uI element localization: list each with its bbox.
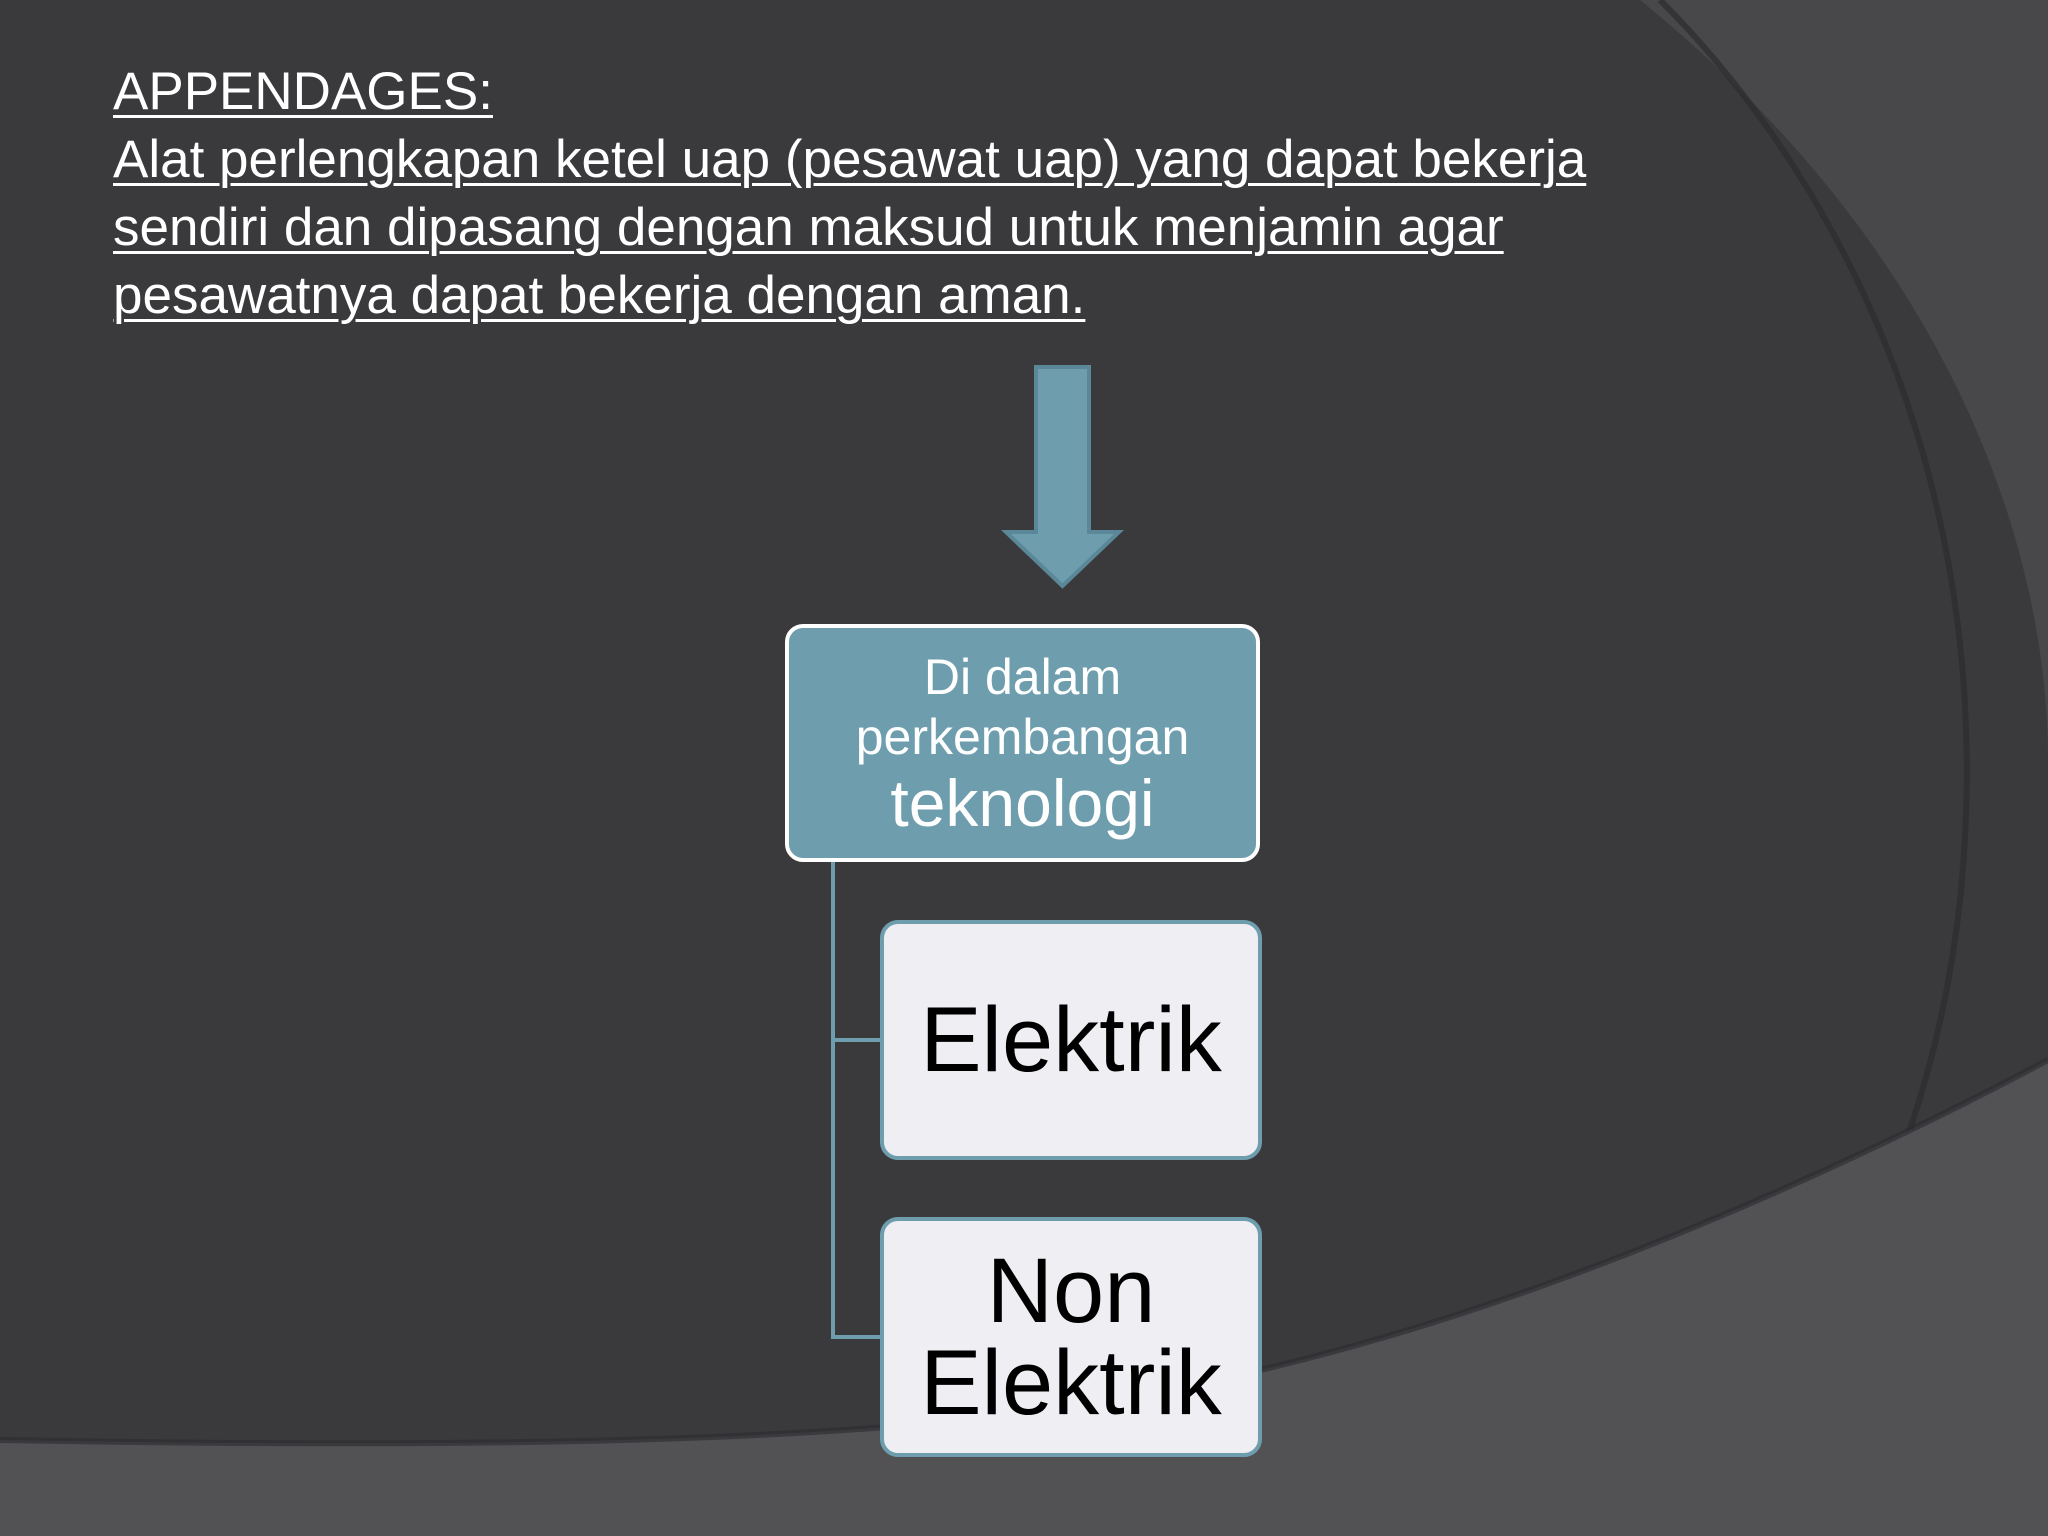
heading-title: APPENDAGES: [113,62,493,121]
heading-line: Alat perlengkapan ketel uap (pesawat uap… [113,130,1587,189]
heading-line: pesawatnya dapat bekerja dengan aman. [113,266,1086,325]
child-node-non-elektrik: Non Elektrik [880,1217,1262,1457]
parent-node-label: teknologi [890,766,1155,840]
child-node-label: Non [986,1240,1156,1342]
parent-node-label: Di dalam [923,649,1122,705]
parent-node-label: perkembangan [855,709,1190,765]
slide-heading: APPENDAGES: Alat perlengkapan ketel uap … [113,58,1753,330]
heading-line: sendiri dan dipasang dengan maksud untuk… [113,198,1504,257]
child-node-label: Elektrik [920,1332,1222,1434]
down-arrow-icon [1001,365,1124,589]
child-node-label: Elektrik [920,989,1222,1091]
parent-node: Di dalam perkembangan teknologi [785,624,1260,862]
child-node-elektrik: Elektrik [880,920,1262,1160]
